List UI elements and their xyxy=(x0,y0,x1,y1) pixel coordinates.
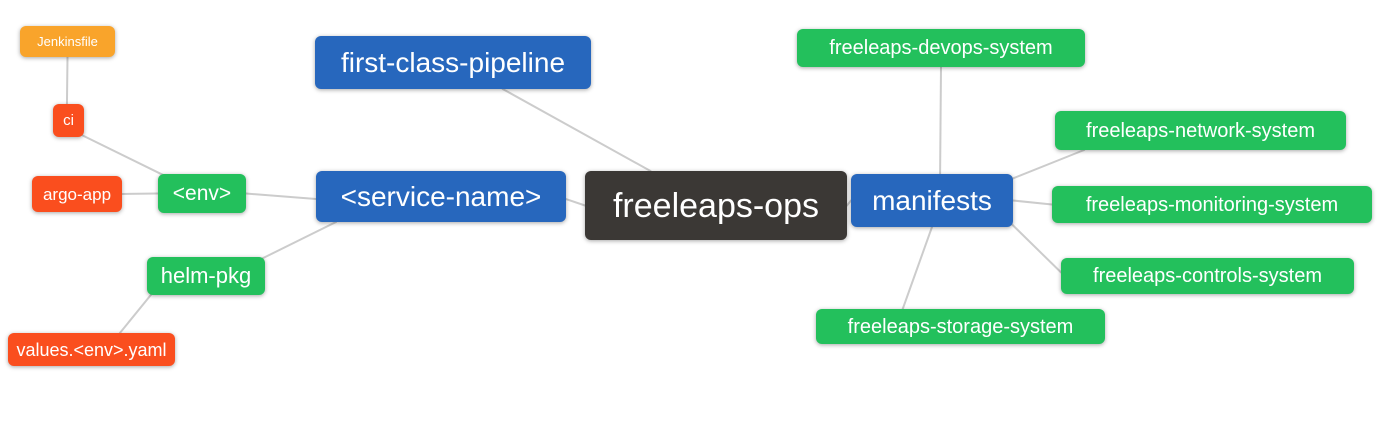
node-env[interactable]: <env> xyxy=(158,174,246,213)
node-manifests[interactable]: manifests xyxy=(851,174,1013,227)
node-service-name[interactable]: <service-name> xyxy=(316,171,566,222)
edge-jenkinsfile-to-ci xyxy=(65,56,69,105)
edge-manifests-to-monitoring-system xyxy=(1012,199,1053,206)
edge-manifests-to-network-system xyxy=(1007,149,1086,182)
node-helm-pkg[interactable]: helm-pkg xyxy=(147,257,265,295)
edge-argo-app-to-env xyxy=(121,192,159,195)
node-values-env-yaml[interactable]: values.<env>.yaml xyxy=(8,333,175,366)
edge-service-name-to-freeleaps-ops xyxy=(565,198,586,207)
node-first-class-pipeline[interactable]: first-class-pipeline xyxy=(315,36,591,89)
edge-manifests-to-devops-system xyxy=(939,66,942,175)
node-controls-system[interactable]: freeleaps-controls-system xyxy=(1061,258,1354,294)
node-storage-system[interactable]: freeleaps-storage-system xyxy=(816,309,1105,344)
node-jenkinsfile[interactable]: Jenkinsfile xyxy=(20,26,115,57)
edge-helm-pkg-to-service-name xyxy=(258,221,337,262)
node-devops-system[interactable]: freeleaps-devops-system xyxy=(797,29,1085,67)
edge-env-to-service-name xyxy=(245,192,317,201)
edge-manifests-to-storage-system xyxy=(901,226,933,310)
edge-first-class-pipeline-to-freeleaps-ops xyxy=(501,88,652,172)
edge-values-env-yaml-to-helm-pkg xyxy=(118,292,153,334)
edge-ci-to-env xyxy=(81,134,167,177)
edge-manifests-to-controls-system xyxy=(1007,219,1062,274)
node-monitoring-system[interactable]: freeleaps-monitoring-system xyxy=(1052,186,1372,223)
node-network-system[interactable]: freeleaps-network-system xyxy=(1055,111,1346,150)
node-ci[interactable]: ci xyxy=(53,104,84,137)
node-argo-app[interactable]: argo-app xyxy=(32,176,122,212)
node-freeleaps-ops[interactable]: freeleaps-ops xyxy=(585,171,847,240)
